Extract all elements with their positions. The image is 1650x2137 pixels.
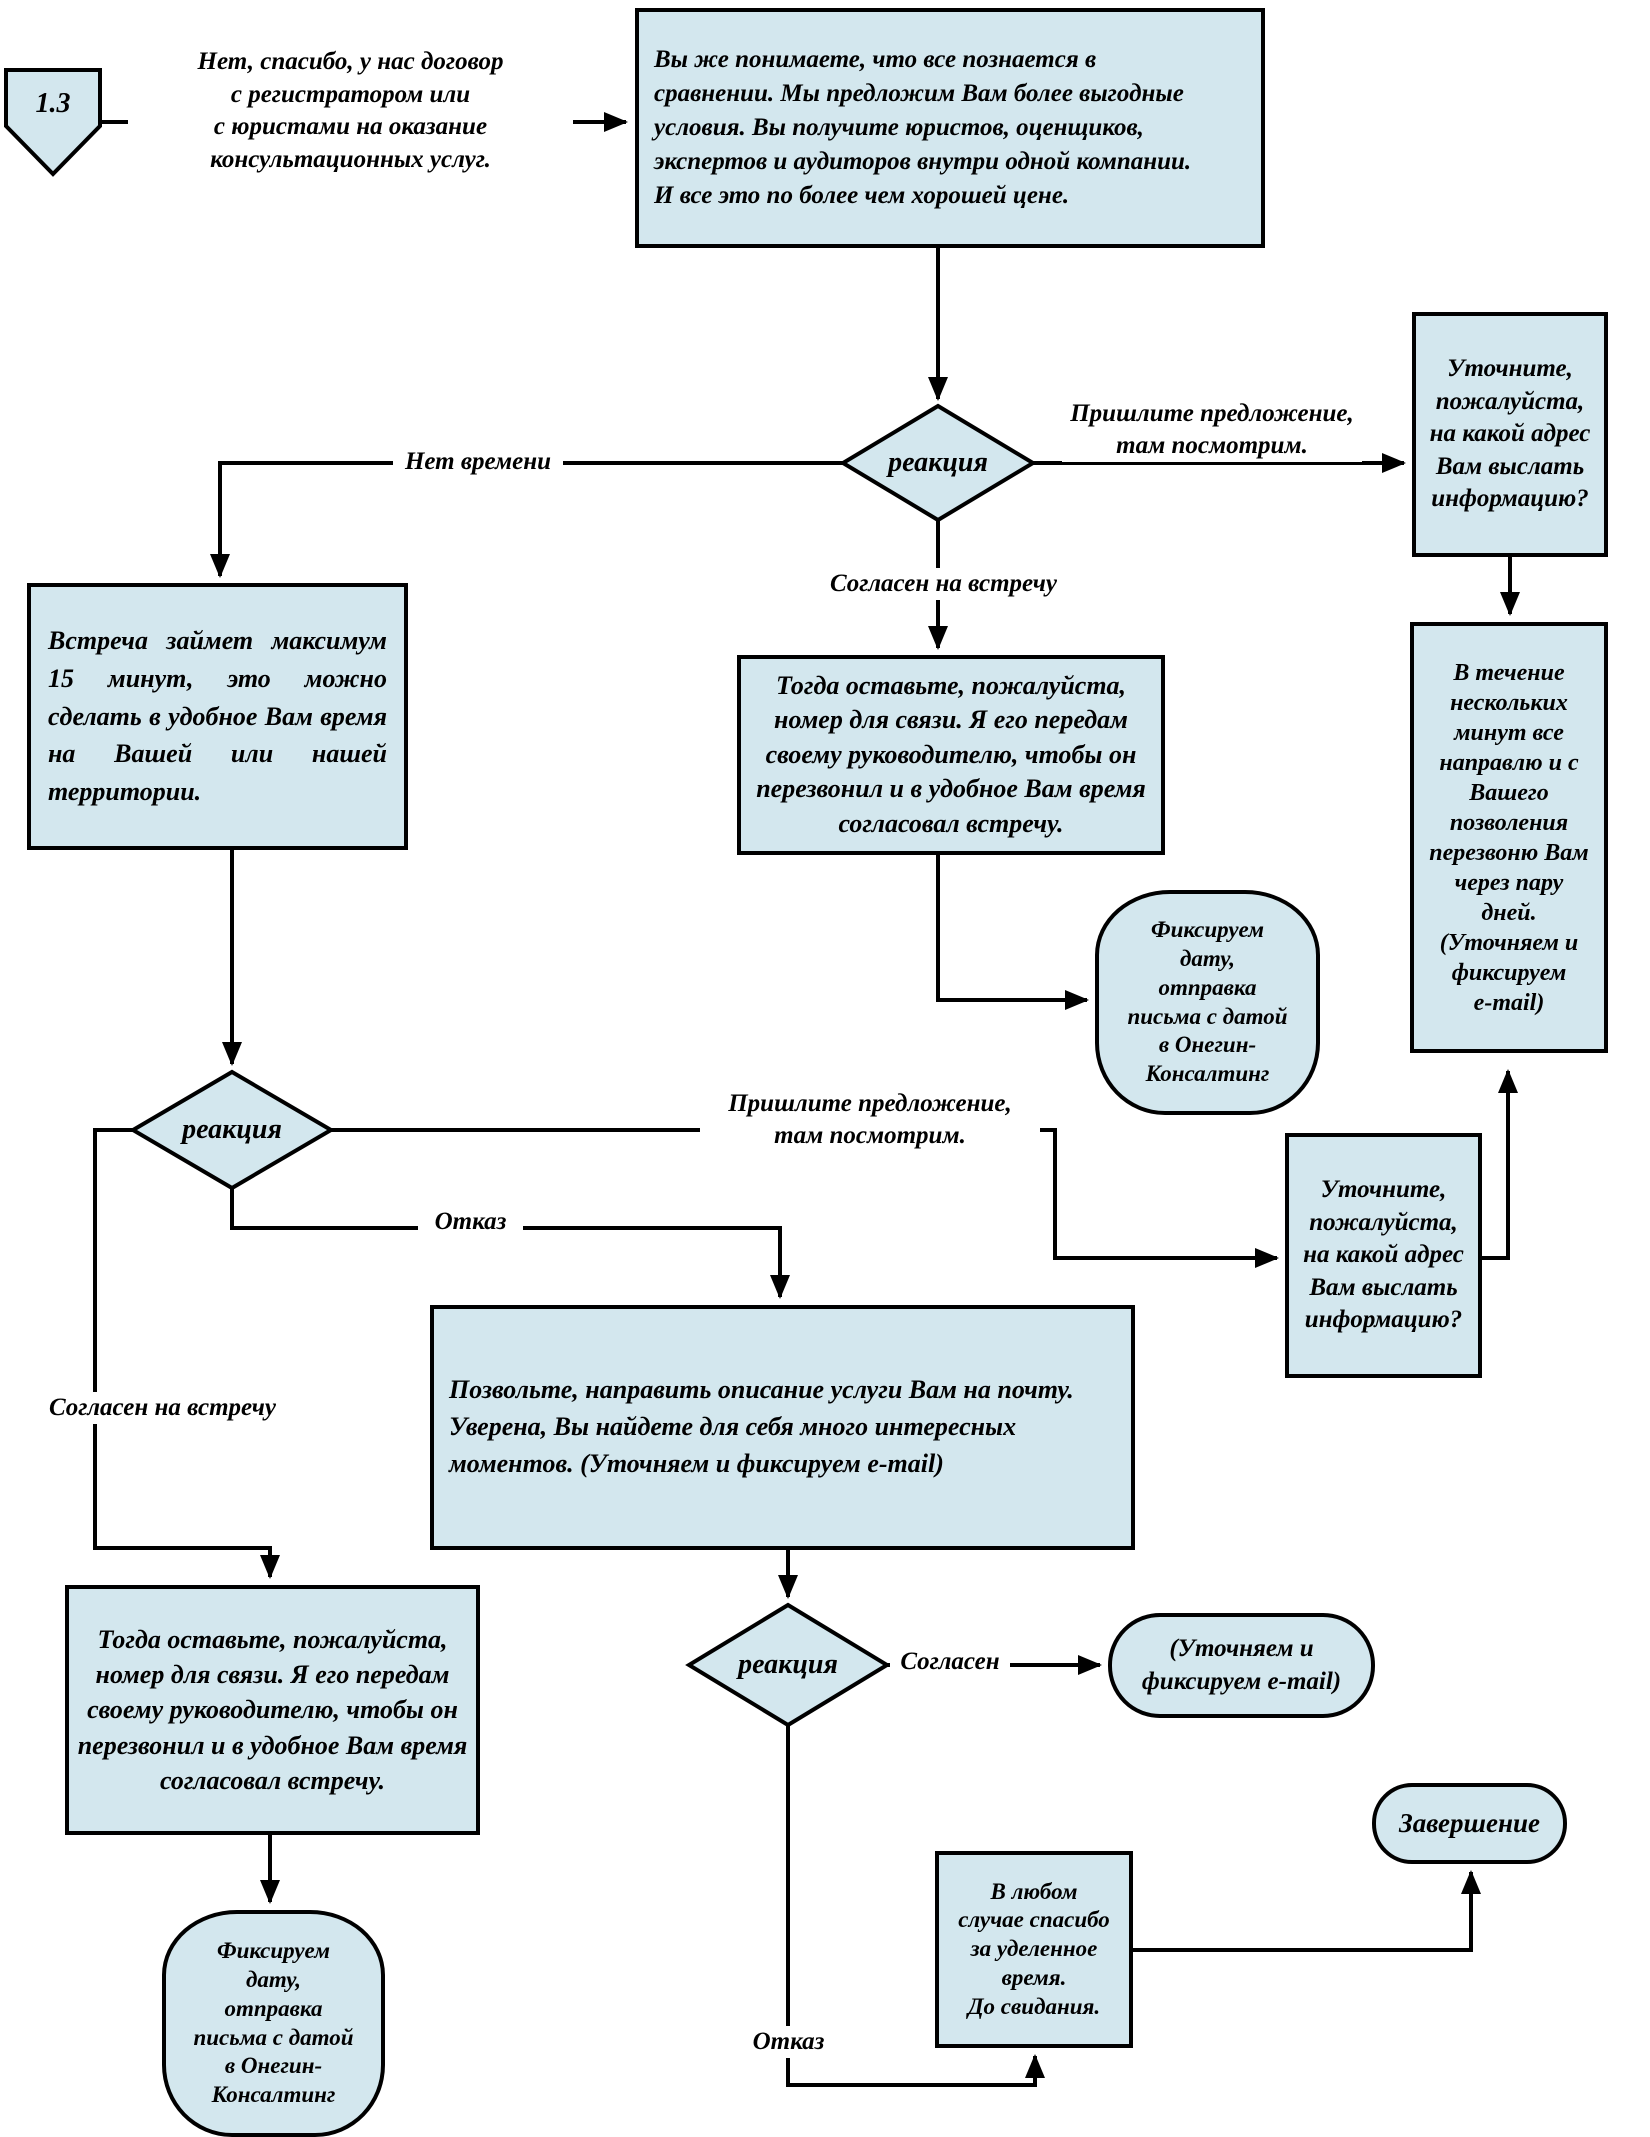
decision-2-label: реакция bbox=[182, 1114, 282, 1145]
edge-label-start-note: Нет, спасибо, у нас договор с регистрато… bbox=[128, 46, 573, 176]
offpage-connector-label: 1.3 bbox=[35, 88, 71, 119]
node-finish-text: Завершение bbox=[1399, 1808, 1540, 1838]
edge-thanks-to-finish bbox=[1133, 1870, 1481, 1952]
node-leave-number-1-text: Тогда оставьте, пожалуйста, номер для св… bbox=[756, 670, 1146, 838]
edge-label-send-offer-2: Пришлите предложение, там посмотрим. bbox=[700, 1088, 1040, 1152]
node-send-description-text: Позвольте, направить описание услуги Вам… bbox=[449, 1375, 1074, 1478]
decision-3-label: реакция bbox=[738, 1649, 838, 1680]
node-fix-date-1-text: Фиксируем дату, отправка письма с датой … bbox=[1127, 917, 1288, 1086]
node-leave-number-1: Тогда оставьте, пожалуйста, номер для св… bbox=[737, 655, 1165, 855]
edge-decision1-no-time bbox=[210, 461, 843, 578]
node-intro: Вы же понимаете, что все познается в сра… bbox=[635, 8, 1265, 248]
node-finish: Завершение bbox=[1372, 1783, 1567, 1864]
node-clarify-address-2-text: Уточните, пожалуйста, на какой адрес Вам… bbox=[1303, 1176, 1464, 1334]
node-fix-date-2: Фиксируем дату, отправка письма с датой … bbox=[162, 1910, 385, 2137]
edge-label-refuse-1: Отказ bbox=[418, 1206, 523, 1238]
edge-clarify2-to-send-minutes bbox=[1482, 1069, 1518, 1260]
edge-label-agree: Согласен bbox=[890, 1646, 1010, 1678]
decision-1-label: реакция bbox=[888, 447, 988, 478]
node-send-description: Позвольте, направить описание услуги Вам… bbox=[430, 1305, 1135, 1550]
node-clarify-address-2: Уточните, пожалуйста, на какой адрес Вам… bbox=[1285, 1133, 1482, 1378]
node-meeting-15-text: Встреча займет максимум 15 минут, это мо… bbox=[48, 626, 387, 807]
edge-decision2-refuse bbox=[230, 1188, 790, 1299]
edge-decision3-refuse bbox=[786, 1725, 1045, 2087]
decision-1-diamond bbox=[839, 403, 1037, 523]
node-thanks-goodbye: В любом случае спасибо за уделенное врем… bbox=[935, 1851, 1133, 2048]
edge-label-agree-meeting-2: Согласен на встречу bbox=[35, 1392, 290, 1424]
node-send-in-minutes: В течение нескольких минут все направлю … bbox=[1410, 622, 1608, 1053]
node-clarify-address-1-text: Уточните, пожалуйста, на какой адрес Вам… bbox=[1429, 355, 1591, 513]
edge-label-agree-meeting-1: Согласен на встречу bbox=[826, 568, 1061, 600]
edge-label-send-offer-1: Пришлите предложение, там посмотрим. bbox=[1062, 398, 1362, 462]
node-leave-number-2-text: Тогда оставьте, пожалуйста, номер для св… bbox=[77, 1625, 468, 1795]
node-meeting-15: Встреча займет максимум 15 минут, это мо… bbox=[27, 583, 408, 850]
node-thanks-goodbye-text: В любом случае спасибо за уделенное врем… bbox=[958, 1878, 1110, 2019]
edge-label-no-time: Нет времени bbox=[393, 446, 563, 478]
edge-decision2-send-offer bbox=[331, 1128, 1279, 1268]
edge-decision2-agree-meeting bbox=[93, 1128, 280, 1579]
decision-3-diamond bbox=[685, 1602, 891, 1728]
node-fix-date-2-text: Фиксируем дату, отправка письма с датой … bbox=[193, 1938, 354, 2107]
edge-label-refuse-2: Отказ bbox=[736, 2026, 841, 2058]
edge-leave-number1-to-fixdate1 bbox=[936, 855, 1089, 1010]
offpage-connector-shape bbox=[4, 68, 102, 177]
node-leave-number-2: Тогда оставьте, пожалуйста, номер для св… bbox=[65, 1585, 480, 1835]
node-clarify-email: (Уточняем и фиксируем e-mail) bbox=[1108, 1613, 1375, 1718]
node-clarify-email-text: (Уточняем и фиксируем e-mail) bbox=[1141, 1635, 1342, 1695]
node-clarify-address-1: Уточните, пожалуйста, на какой адрес Вам… bbox=[1412, 312, 1608, 557]
node-fix-date-1: Фиксируем дату, отправка письма с датой … bbox=[1095, 890, 1320, 1115]
decision-2-diamond bbox=[129, 1069, 335, 1191]
node-send-in-minutes-text: В течение нескольких минут все направлю … bbox=[1429, 659, 1589, 1016]
node-intro-text: Вы же понимаете, что все познается в сра… bbox=[654, 46, 1192, 209]
